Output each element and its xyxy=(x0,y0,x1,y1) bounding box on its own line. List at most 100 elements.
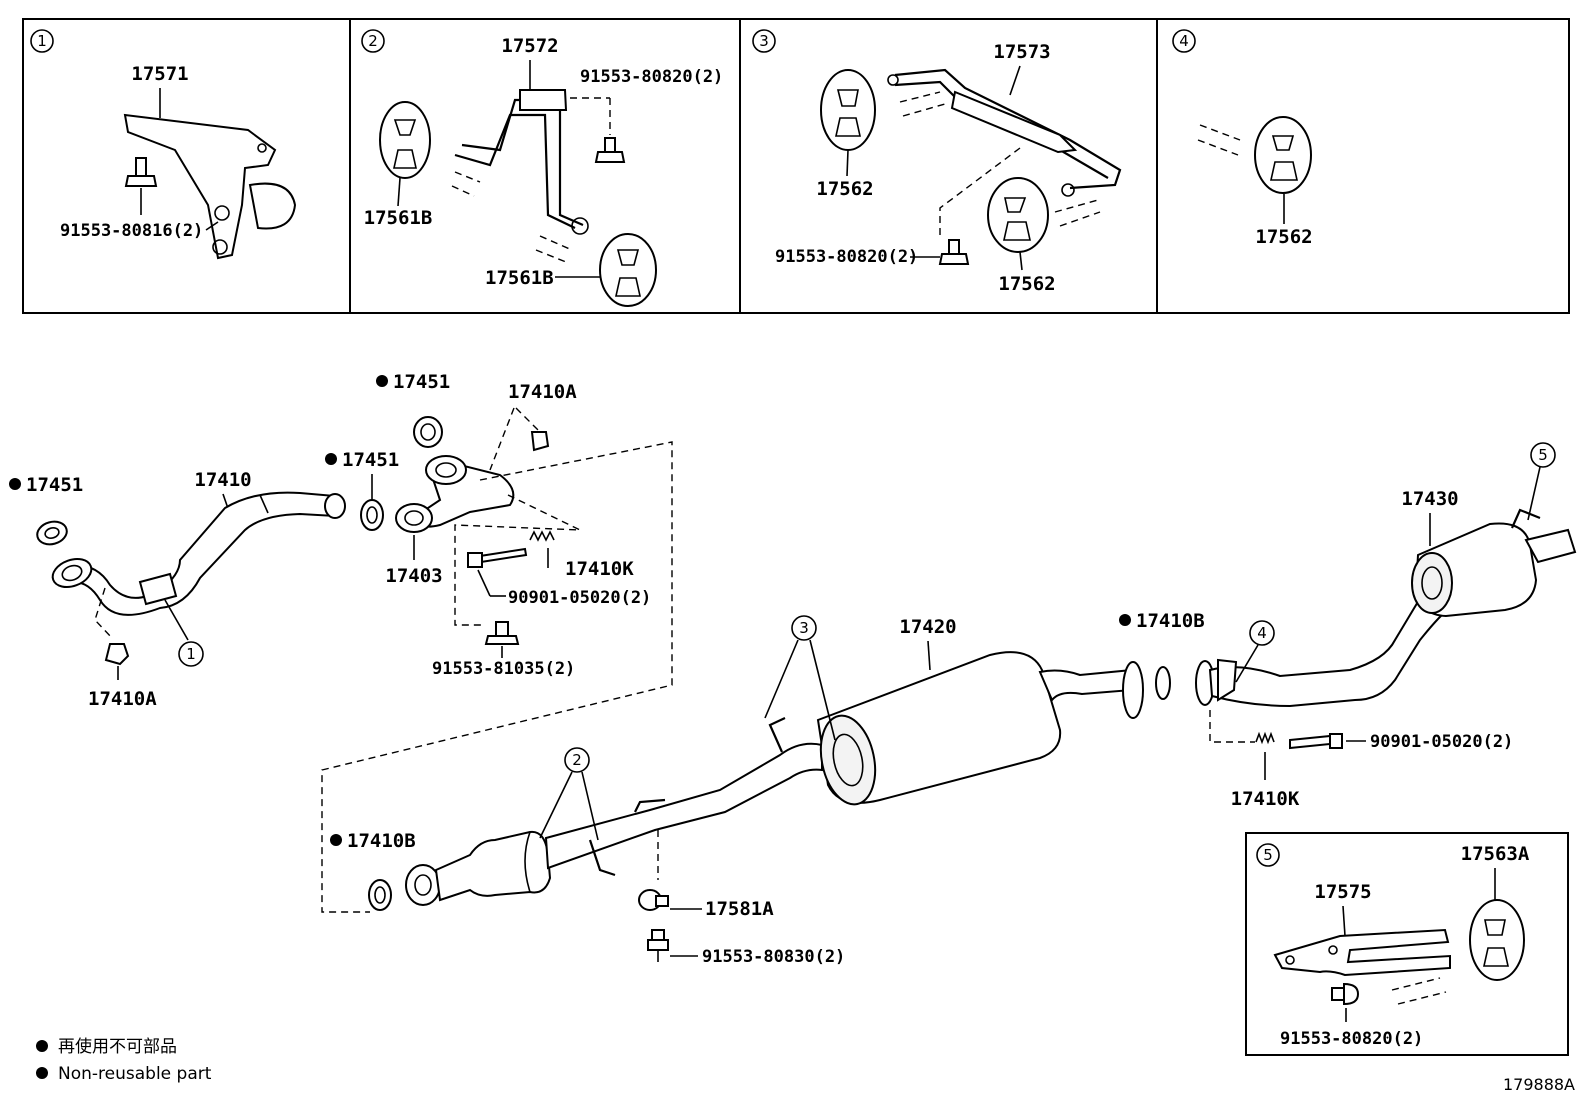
part-label: 17410K xyxy=(565,558,634,580)
center-pipe-17420: 17410B 17420 2 3 xyxy=(330,615,1144,967)
part-label: 17430 xyxy=(1401,488,1458,510)
gasket-17451-top: 17451 xyxy=(376,371,450,448)
part-label: 17561B xyxy=(485,267,554,289)
callout-circle xyxy=(1249,620,1275,646)
flange-icon xyxy=(425,455,467,485)
callout-circle xyxy=(564,747,590,773)
part-label: 17410B xyxy=(347,830,416,852)
flange-icon xyxy=(324,493,346,519)
part-label: 17575 xyxy=(1314,881,1371,903)
bolt-icon xyxy=(478,547,528,564)
rubber-mount-17563a-icon xyxy=(1469,899,1525,981)
bolt-icon xyxy=(651,929,665,941)
callout-number: 4 xyxy=(1257,624,1267,642)
callout-circle xyxy=(178,641,204,667)
non-reusable-dot-icon xyxy=(1119,614,1131,626)
part-label: 17410 xyxy=(194,469,251,491)
legend-jp: 再使用不可部品 xyxy=(58,1036,177,1057)
part-label: 17451 xyxy=(393,371,450,393)
part-label: 17562 xyxy=(816,178,873,200)
rubber-mount-17562-icon xyxy=(820,69,876,151)
part-label: 17451 xyxy=(26,474,83,496)
legend-en: Non-reusable part xyxy=(58,1064,212,1084)
part-label: 17571 xyxy=(131,63,188,85)
hanger-pipe-icon xyxy=(454,113,576,229)
inset-number: 5 xyxy=(1263,846,1273,864)
bracket-17575-icon xyxy=(1273,928,1451,977)
inset-3: 3 17573 17562 91553-80820(2) 17562 xyxy=(752,29,1122,295)
front-pipe-17410: 17410 1 17410A xyxy=(51,469,346,710)
part-label: 17410A xyxy=(508,381,577,403)
part-label: 17562 xyxy=(1255,226,1312,248)
gasket-17451-left: 17451 xyxy=(9,474,83,546)
part-label: 17563A xyxy=(1461,843,1530,865)
bolt-icon xyxy=(495,621,509,637)
inset-1: 1 17571 91553-80816(2) xyxy=(30,29,297,260)
part-label: 17572 xyxy=(501,35,558,57)
callout-circle xyxy=(1530,442,1556,468)
callout-circle xyxy=(791,615,817,641)
hanger-17573-icon xyxy=(894,68,1122,190)
catalytic-converter-icon xyxy=(434,830,552,902)
part-label: 17562 xyxy=(998,273,1055,295)
converter-pipe-17403: 17403 17410A 17410K 90901-05020(2) 91553… xyxy=(321,381,673,913)
inset-5: 5 17575 17563A 91553-80820(2) xyxy=(1245,832,1569,1056)
bolt-icon xyxy=(604,137,616,153)
part-label: 91553-80816(2) xyxy=(60,221,203,241)
part-label: 17410A xyxy=(88,688,157,710)
gasket-icon xyxy=(36,520,68,546)
bracket-17571-icon xyxy=(123,113,277,260)
bolt-icon xyxy=(1289,734,1331,750)
rubber-mount-17561b-icon xyxy=(379,101,431,179)
part-label: 91553-80820(2) xyxy=(580,67,723,87)
part-label: 91553-81035(2) xyxy=(432,659,575,679)
part-label: 17581A xyxy=(705,898,774,920)
inset-2: 2 17572 91553-80820(2) 17561B 17561B xyxy=(361,29,723,307)
clamp-icon xyxy=(138,572,178,606)
inset-frame xyxy=(22,18,1570,314)
flange-icon xyxy=(51,557,93,589)
non-reusable-dot-icon xyxy=(376,375,388,387)
part-label: 17451 xyxy=(342,449,399,471)
inset-number: 3 xyxy=(759,32,769,50)
pipe-icon xyxy=(60,491,336,616)
gasket-icon xyxy=(413,416,443,448)
nut-icon xyxy=(104,643,130,666)
part-label: 17410K xyxy=(1231,788,1300,810)
inset-number: 4 xyxy=(1179,32,1189,50)
flange-icon xyxy=(1122,661,1144,719)
part-label: 17403 xyxy=(385,565,442,587)
part-label: 17561B xyxy=(364,207,433,229)
hanger-plate-icon xyxy=(950,90,1078,154)
inset-panels xyxy=(22,18,1570,314)
bracket-housing-icon xyxy=(248,182,297,230)
inset-4: 4 17562 xyxy=(1172,29,1313,248)
inset-number-circle xyxy=(30,29,54,53)
part-label: 17420 xyxy=(899,616,956,638)
part-label: 90901-05020(2) xyxy=(508,588,651,608)
rubber-mount-17562-icon xyxy=(1254,116,1312,194)
callout-number: 3 xyxy=(799,619,809,637)
flange-icon xyxy=(405,864,441,906)
gasket-icon xyxy=(1155,666,1171,700)
rubber-mount-17561b-icon xyxy=(599,233,657,307)
gasket-icon xyxy=(368,879,392,911)
inset-number: 1 xyxy=(37,32,47,50)
pipe-icon xyxy=(1038,668,1133,702)
part-label: 17573 xyxy=(993,41,1050,63)
part-label: 17410B xyxy=(1136,610,1205,632)
non-reusable-dot-icon xyxy=(9,478,21,490)
inset-frame xyxy=(1245,832,1569,1056)
callout-number: 2 xyxy=(572,751,582,769)
part-label: 91553-80820(2) xyxy=(1280,1029,1423,1049)
legend: 再使用不可部品 Non-reusable part xyxy=(36,1036,212,1084)
non-reusable-dot-icon xyxy=(36,1067,48,1079)
nut-icon xyxy=(530,431,550,452)
spring-icon xyxy=(529,530,555,542)
part-label: 90901-05020(2) xyxy=(1370,732,1513,752)
gasket-icon xyxy=(360,499,384,531)
bolt-icon xyxy=(135,157,147,177)
inset-number: 2 xyxy=(368,32,378,50)
flange-icon xyxy=(395,503,433,533)
